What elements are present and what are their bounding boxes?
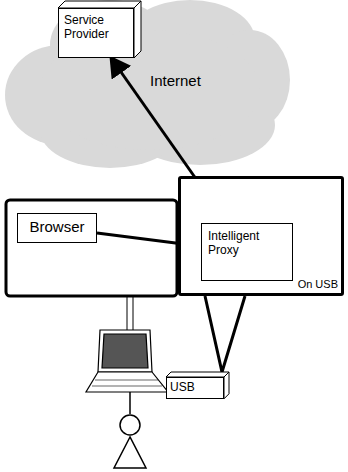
region-label: Internet (150, 72, 201, 89)
usb-callout-tail (205, 296, 245, 372)
callout-panel: On USB Intelligent Proxy (178, 176, 344, 296)
node-label: Intelligent Proxy (208, 230, 286, 258)
box-3d: Browser (17, 213, 97, 243)
box-depth (58, 1, 141, 8)
box-3d: Intelligent Proxy (201, 223, 293, 281)
box-3d: Service Provider (58, 8, 134, 58)
node-label: Browser (22, 218, 92, 235)
node-label: On USB (298, 278, 338, 291)
box-depth (224, 372, 229, 399)
internet-cloud (5, 0, 290, 168)
browser-callout (6, 200, 177, 296)
node-label: USB (170, 381, 220, 395)
box-depth (134, 1, 141, 58)
person (114, 392, 146, 468)
laptop (86, 330, 168, 392)
usb-stick: USB (166, 377, 224, 399)
node-label: Service Provider (64, 14, 128, 42)
